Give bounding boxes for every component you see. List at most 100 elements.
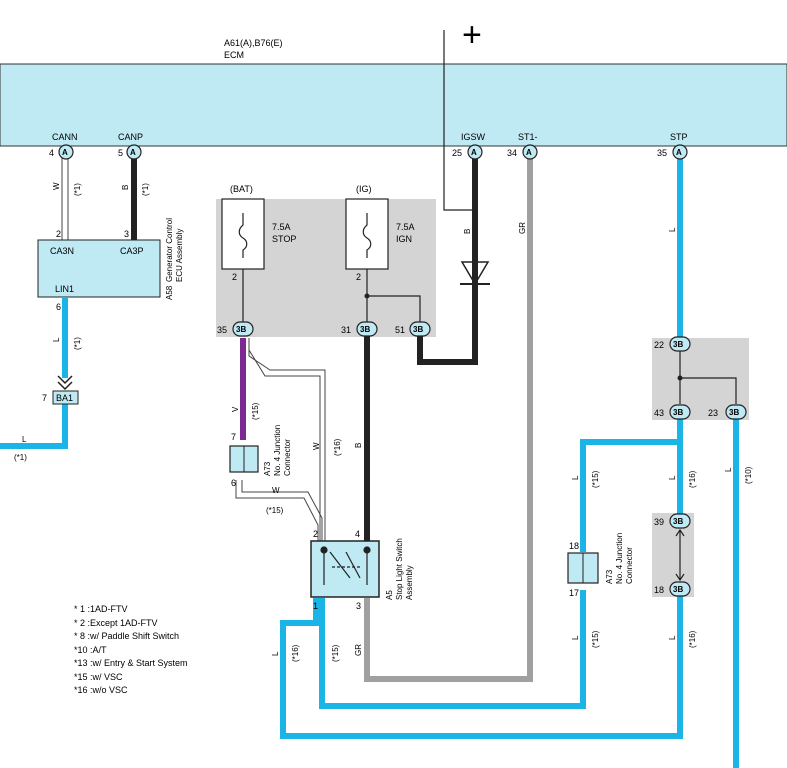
fuse2-rating: 7.5A bbox=[396, 222, 415, 232]
svg-text:(*16): (*16) bbox=[688, 630, 697, 648]
note-13: *13 :w/ Entry & Start System bbox=[74, 658, 188, 668]
svg-text:GR: GR bbox=[518, 222, 527, 234]
fuse-stop bbox=[221, 198, 265, 270]
diode-icon bbox=[460, 261, 490, 286]
a73l-pin-top: 7 bbox=[231, 432, 236, 442]
switch-pin-1: 1 bbox=[313, 601, 318, 611]
fuse2-pin: 2 bbox=[356, 272, 361, 282]
term-stp-pin: 35 bbox=[657, 148, 667, 158]
note-8: * 8 :w/ Paddle Shift Switch bbox=[74, 631, 180, 641]
svg-text:L: L bbox=[271, 651, 280, 656]
svg-text:L: L bbox=[22, 435, 27, 444]
ecu-pin-lin1-num: 6 bbox=[56, 302, 61, 312]
ecu-name-1: Generator Control bbox=[165, 218, 174, 282]
fuse-ig-branch bbox=[367, 295, 421, 322]
note-2: * 2 :Except 1AD-FTV bbox=[74, 617, 158, 628]
svg-text:(*15): (*15) bbox=[591, 630, 600, 648]
ig-node bbox=[364, 293, 370, 299]
svg-text:V: V bbox=[231, 406, 240, 412]
switch-code: A5 bbox=[385, 590, 394, 600]
svg-text:3B: 3B bbox=[673, 408, 683, 417]
svg-text:(*15): (*15) bbox=[331, 644, 340, 662]
ba1-label: BA1 bbox=[56, 393, 73, 403]
term-st1-pin: 34 bbox=[507, 148, 517, 158]
note-15: *15 :w/ VSC bbox=[74, 671, 123, 682]
a73r-pin-bottom: 17 bbox=[569, 588, 579, 598]
svg-text:(*15): (*15) bbox=[591, 470, 600, 488]
ju-pin-22: 22 bbox=[654, 340, 664, 350]
ecm-name: ECM bbox=[224, 50, 244, 60]
a73r-code: A73 bbox=[605, 569, 614, 584]
svg-text:L: L bbox=[52, 337, 61, 342]
svg-text:GR: GR bbox=[354, 644, 363, 656]
term-igsw-pin: 25 bbox=[452, 148, 462, 158]
a73l-line2: Connector bbox=[283, 439, 292, 476]
svg-text:B: B bbox=[354, 443, 363, 448]
svg-text:W: W bbox=[52, 182, 61, 190]
wire-st1 bbox=[364, 152, 533, 682]
svg-text:W: W bbox=[272, 486, 280, 495]
term-canp-pin: 5 bbox=[118, 148, 123, 158]
term-stp-conn: A bbox=[676, 148, 682, 157]
note-16: *16 :w/o VSC bbox=[74, 685, 128, 695]
svg-text:(*16): (*16) bbox=[688, 470, 697, 488]
svg-text:L: L bbox=[668, 635, 677, 640]
fuse1-rating: 7.5A bbox=[272, 222, 291, 232]
svg-text:L: L bbox=[571, 635, 580, 640]
ecm-terminals: CANN CANP IGSW ST1- STP 4 5 25 34 35 A A… bbox=[49, 132, 688, 160]
ecu-pin-lin1: LIN1 bbox=[55, 284, 74, 294]
jl-pin-39: 39 bbox=[654, 517, 664, 527]
term-canp-conn: A bbox=[130, 148, 136, 157]
ecu-pin-ca3p-num: 3 bbox=[124, 229, 129, 239]
a73l-line1: No. 4 Junction bbox=[273, 425, 282, 476]
wire-a73r-down bbox=[319, 590, 586, 709]
term-igsw-conn: A bbox=[471, 148, 477, 157]
switch-line1: Stop Light Switch bbox=[395, 538, 404, 600]
generator-ecu-body bbox=[37, 239, 161, 298]
svg-text:(*10): (*10) bbox=[744, 466, 753, 484]
ju-pin-43: 43 bbox=[654, 408, 664, 418]
relay-pin-31: 31 bbox=[341, 325, 351, 335]
wire-labels: W (*1) B (*1) L (*1) L (*1) V (*15) W (*… bbox=[14, 182, 753, 662]
ecm-body bbox=[0, 63, 787, 147]
term-igsw-label: IGSW bbox=[461, 132, 486, 142]
svg-text:(*1): (*1) bbox=[14, 453, 27, 462]
term-st1-conn: A bbox=[526, 148, 532, 157]
svg-text:3B: 3B bbox=[729, 408, 739, 417]
switch-line2: Assembly bbox=[405, 565, 414, 600]
ecu-pin-ca3n: CA3N bbox=[50, 246, 74, 256]
svg-text:L: L bbox=[668, 227, 677, 232]
jl-pin-18: 18 bbox=[654, 585, 664, 595]
svg-text:3B: 3B bbox=[413, 325, 423, 334]
ju-pin-23: 23 bbox=[708, 408, 718, 418]
relay-pin-51: 51 bbox=[395, 325, 405, 335]
switch-pin-4: 4 bbox=[355, 529, 360, 539]
svg-text:3B: 3B bbox=[360, 325, 370, 334]
ba1-pin: 7 bbox=[42, 393, 47, 403]
relay-bat: (BAT) bbox=[230, 184, 253, 194]
svg-text:(*15): (*15) bbox=[266, 506, 284, 515]
wire-ba1-out bbox=[0, 404, 68, 449]
svg-text:3B: 3B bbox=[673, 585, 683, 594]
fuse1-pin: 2 bbox=[232, 272, 237, 282]
svg-text:(*16): (*16) bbox=[333, 438, 342, 456]
junction-lower-connectors: 3B 39 3B 18 bbox=[654, 513, 691, 597]
power-line bbox=[443, 30, 475, 211]
wire-w-b bbox=[248, 349, 321, 541]
svg-text:L: L bbox=[724, 467, 733, 472]
switch-icon bbox=[320, 546, 371, 585]
ecu-code: A58 bbox=[165, 285, 174, 300]
ecu-name-2: ECU Assembly bbox=[175, 229, 184, 282]
a73r-pin-top: 18 bbox=[569, 541, 579, 551]
svg-text:3B: 3B bbox=[673, 517, 683, 526]
switch-pin-3: 3 bbox=[356, 601, 361, 611]
svg-text:B: B bbox=[121, 185, 130, 190]
svg-text:3B: 3B bbox=[673, 340, 683, 349]
fuse2-name: IGN bbox=[396, 234, 412, 244]
a73l-code: A73 bbox=[263, 461, 272, 476]
a73l-pin-bottom: 6 bbox=[231, 478, 236, 488]
wire-w2-a bbox=[235, 480, 319, 541]
term-cann-pin: 4 bbox=[49, 148, 54, 158]
term-cann-label: CANN bbox=[52, 132, 78, 142]
